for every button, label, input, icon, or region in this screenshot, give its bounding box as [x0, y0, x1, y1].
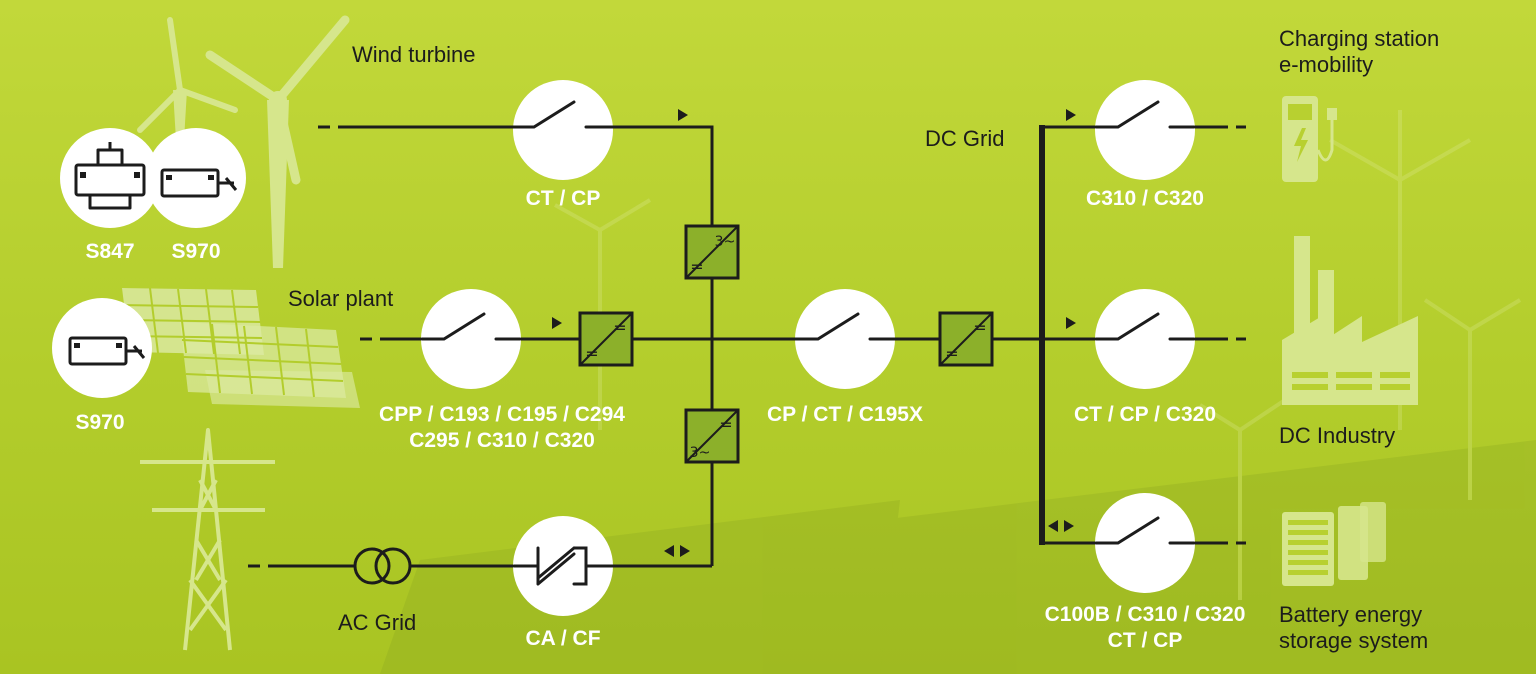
battery-switch-label-line2: CT / CP [1107, 629, 1183, 652]
ac-grid-label: AC Grid [338, 610, 417, 635]
converter-symbol-dc: = [945, 344, 958, 363]
solar-switch-label-line2: C295 / C310 / C320 [409, 429, 595, 452]
converter-symbol-dc: = [719, 415, 732, 434]
switch-circles [421, 80, 1195, 616]
dc-grid-label: DC Grid [925, 126, 1005, 151]
battery-switch-label-line1: C100B / C310 / C320 [1044, 603, 1246, 626]
wind-turbine-label: Wind turbine [352, 42, 476, 67]
industry-switch-label: CT / CP / C320 [1074, 403, 1216, 426]
converter-dc-ac-bottom: = 3~ [684, 408, 740, 464]
direction-arrows [552, 109, 1076, 557]
factory-icon [1282, 236, 1418, 405]
solar-panel-icon [121, 287, 360, 408]
converter-ac-dc-top: 3~ = [684, 224, 740, 280]
charging-switch-label: C310 / C320 [1086, 187, 1204, 210]
s970-device-bottom [52, 298, 152, 398]
center-switch-label: CP / CT / C195X [766, 403, 923, 426]
switch-symbols [420, 100, 1196, 586]
converter-symbol-ac: 3~ [690, 445, 711, 461]
converter-symbol-ac: 3~ [715, 234, 736, 250]
converter-symbol-dc: = [585, 344, 598, 363]
charging-station-label-line2: e-mobility [1279, 52, 1374, 77]
s847-device [60, 128, 160, 228]
wind-turbine-icon [137, 15, 350, 268]
converter-symbol-dc: = [613, 318, 626, 337]
converter-dc-dc-grid: = = [938, 311, 994, 367]
converter-symbol-dc: = [973, 318, 986, 337]
battery-storage-icon [1282, 502, 1386, 586]
charging-station-label-line1: Charging station [1279, 26, 1440, 51]
wind-switch-label: CT / CP [525, 187, 601, 210]
ac-switch-label: CA / CF [525, 627, 601, 650]
transformer-icon [353, 547, 412, 585]
s847-label: S847 [85, 240, 135, 263]
s970-label-bottom: S970 [75, 411, 125, 434]
battery-storage-label-line2: storage system [1279, 628, 1429, 653]
converter-dc-dc-solar: = = [578, 311, 634, 367]
battery-storage-label-line1: Battery energy [1279, 602, 1423, 627]
s970-device-top [146, 128, 246, 228]
charging-station-icon [1282, 96, 1337, 182]
solar-plant-label: Solar plant [288, 286, 394, 311]
converter-symbol-dc: = [690, 257, 703, 276]
dc-industry-label: DC Industry [1279, 423, 1396, 448]
s970-label-top: S970 [171, 240, 221, 263]
solar-switch-label-line1: CPP / C193 / C195 / C294 [379, 403, 625, 426]
power-pylon-icon [140, 428, 275, 651]
wiring [248, 125, 1246, 568]
